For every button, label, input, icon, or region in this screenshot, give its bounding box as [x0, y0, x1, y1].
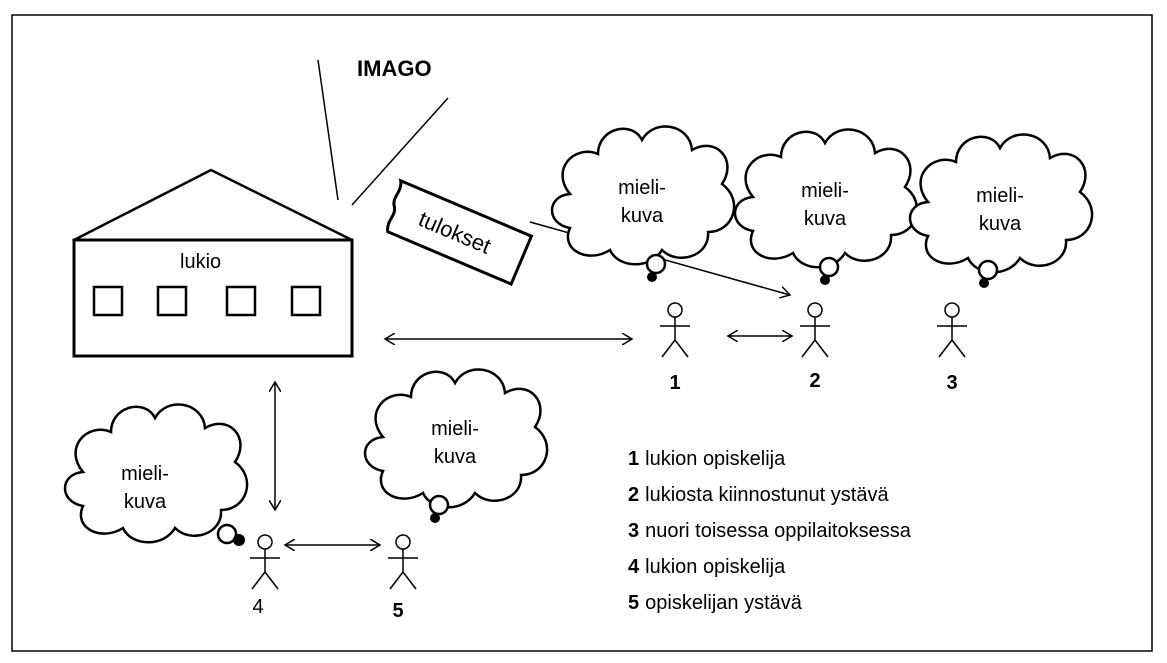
imago-line-left	[317, 59, 339, 201]
imago-line-right	[351, 97, 449, 206]
svg-text:mieli-: mieli-	[801, 180, 849, 202]
imago-label: IMAGO	[357, 56, 432, 81]
person-2-number: 2	[809, 370, 820, 392]
thought-cloud-3: mieli- kuva	[908, 133, 1094, 288]
person-1	[660, 302, 690, 358]
school-label: lukio	[180, 251, 221, 273]
person-3	[937, 302, 967, 358]
results-paper: tulokset	[386, 178, 534, 287]
thought-cloud-1: mieli- kuva	[550, 125, 736, 282]
thought-cloud-2: mieli- kuva	[733, 128, 919, 285]
outer-frame	[11, 14, 1153, 652]
person-4	[250, 534, 280, 590]
svg-text:kuva: kuva	[434, 446, 477, 468]
svg-text:kuva: kuva	[804, 208, 847, 230]
svg-text:mieli-: mieli-	[976, 185, 1024, 207]
person-5-number: 5	[392, 600, 403, 622]
window	[225, 285, 257, 317]
window	[290, 285, 322, 317]
svg-text:kuva: kuva	[124, 491, 167, 513]
svg-text:mieli-: mieli-	[618, 177, 666, 199]
svg-text:mieli-: mieli-	[121, 463, 169, 485]
svg-text:kuva: kuva	[621, 205, 664, 227]
window	[156, 285, 188, 317]
school-building	[72, 168, 354, 358]
svg-text:kuva: kuva	[979, 213, 1022, 235]
thought-cloud-5: mieli- kuva	[363, 368, 549, 523]
person-1-number: 1	[669, 372, 680, 394]
person-2	[800, 302, 830, 358]
person-3-number: 3	[946, 372, 957, 394]
person-4-number: 4	[252, 596, 263, 618]
person-5	[388, 534, 418, 590]
thought-cloud-4: mieli- kuva	[63, 403, 249, 546]
svg-text:mieli-: mieli-	[431, 418, 479, 440]
window	[92, 285, 124, 317]
